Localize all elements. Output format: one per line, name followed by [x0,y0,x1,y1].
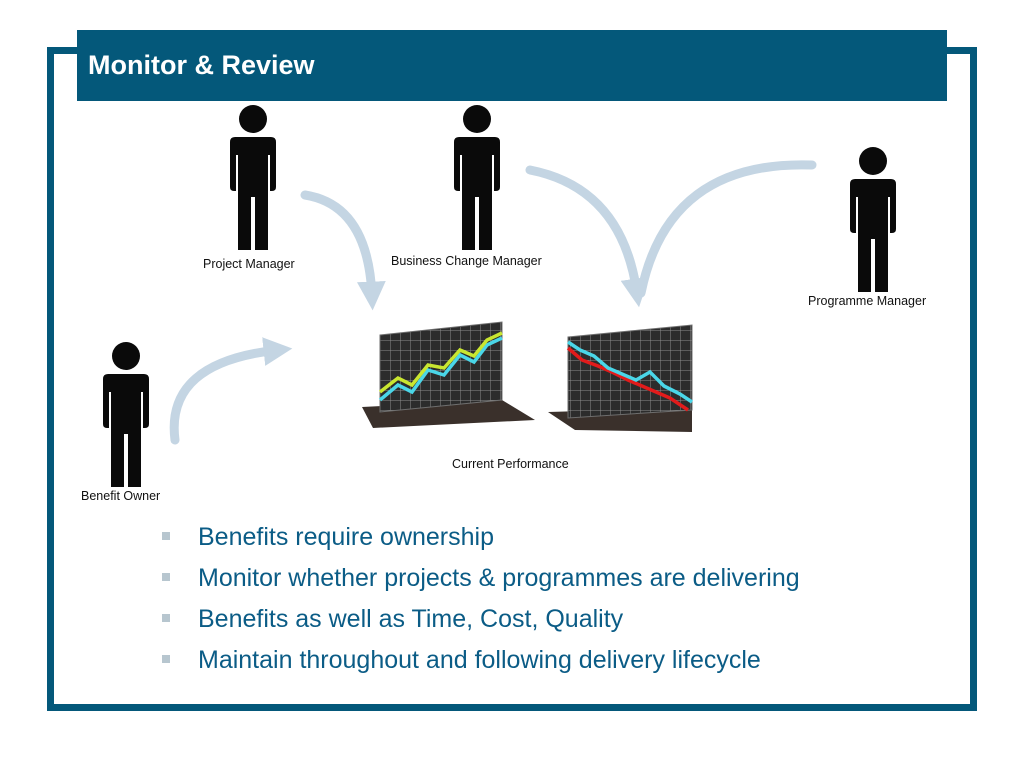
programme-manager-figure [850,147,896,292]
bullet-marker [162,655,170,663]
performance-chart-rising [362,321,535,428]
benefit-owner-figure [103,342,149,487]
business-change-manager-label: Business Change Manager [391,254,542,268]
business-change-manager-figure [454,105,500,250]
benefit-owner-label: Benefit Owner [81,489,160,503]
chart2-line-cyan [567,340,693,404]
chart1-line-cyan [378,336,503,402]
project-manager-label: Project Manager [203,257,295,271]
project-manager-figure [230,105,276,250]
arrow-project-manager [300,190,386,311]
bullet-marker [162,614,170,622]
bullet-item: Monitor whether projects & programmes ar… [160,559,800,600]
bullet-item: Benefits require ownership [160,518,800,559]
arrow-benefit-owner [169,337,293,445]
bullet-text: Maintain throughout and following delive… [198,646,761,674]
bullet-item: Maintain throughout and following delive… [160,641,800,682]
current-performance-label: Current Performance [452,457,569,471]
bullet-item: Benefits as well as Time, Cost, Quality [160,600,800,641]
programme-manager-label: Programme Manager [808,294,926,308]
bullet-marker [162,573,170,581]
bullet-marker [162,532,170,540]
slide-title: Monitor & Review [88,50,315,80]
chart1-line-yellow [378,331,503,394]
bullet-text: Monitor whether projects & programmes ar… [198,564,800,592]
performance-chart-falling [548,324,693,432]
bullet-text: Benefits require ownership [198,523,494,551]
arrow-business-change-manager [525,165,650,308]
chart2-line-red [566,346,689,412]
bullet-text: Benefits as well as Time, Cost, Quality [198,605,624,633]
arrow-programme-manager [636,160,817,298]
title-bar: Monitor & Review [77,30,947,101]
bullet-list: Benefits require ownership Monitor wheth… [160,518,800,682]
